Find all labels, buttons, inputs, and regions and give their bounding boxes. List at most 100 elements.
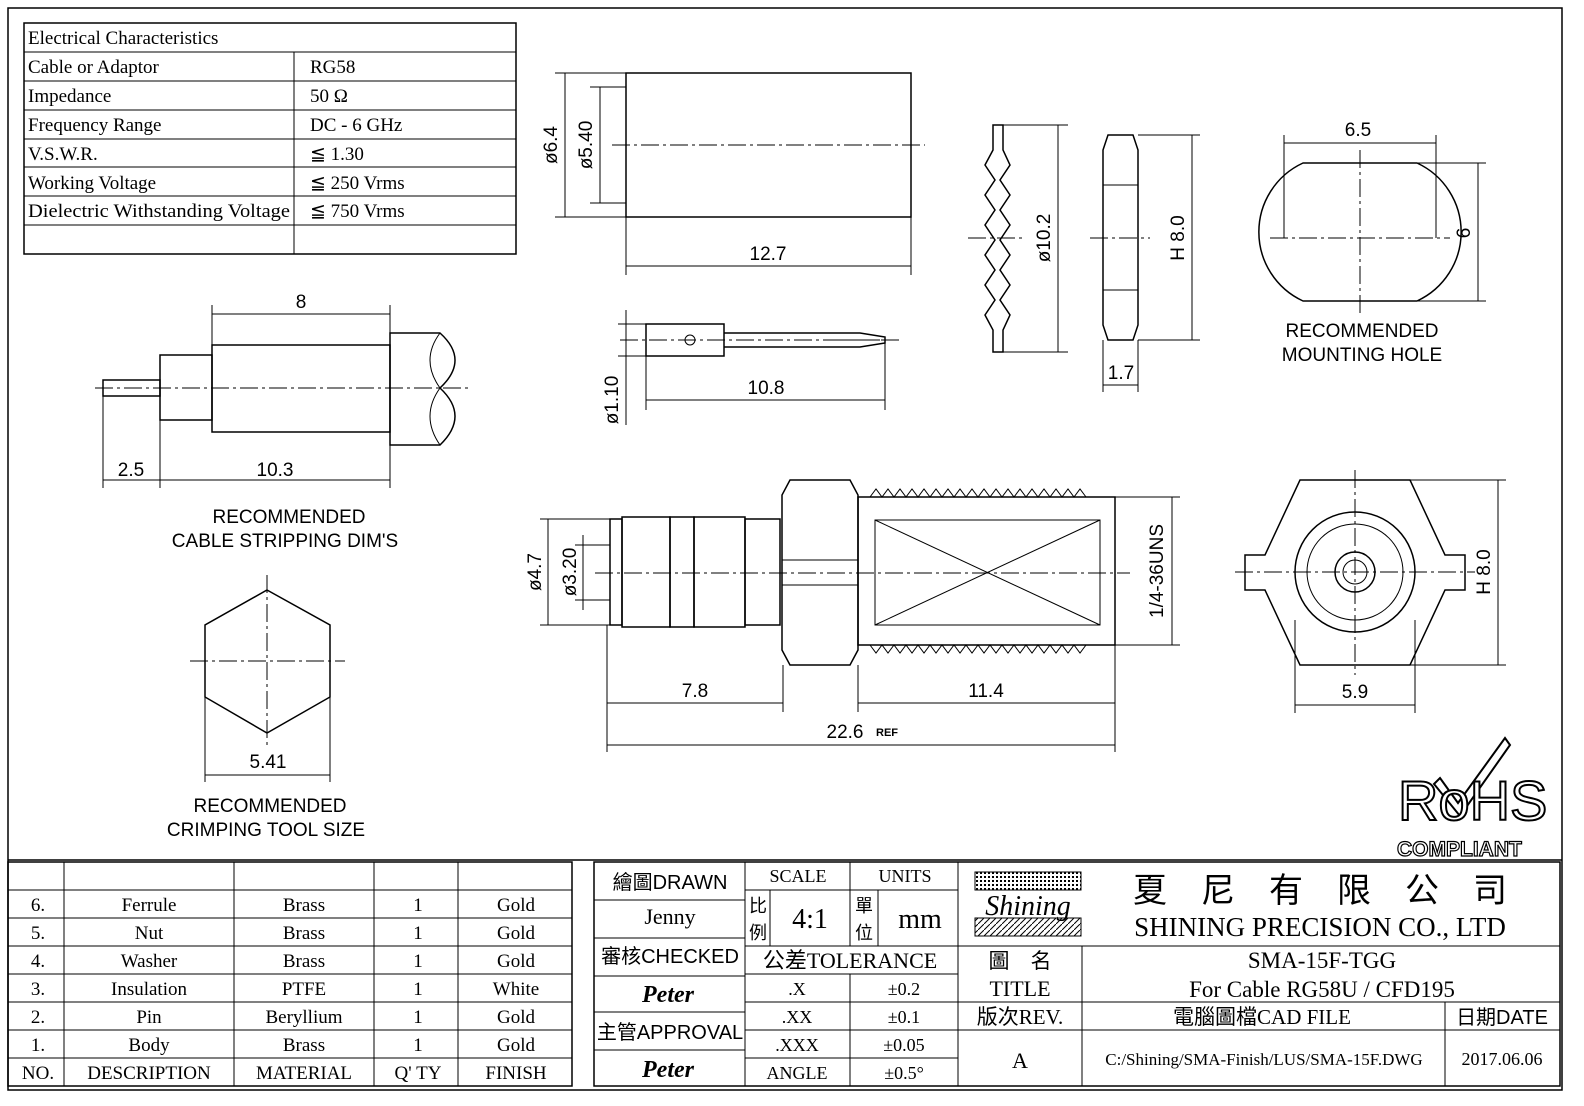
part-finish: Gold — [497, 1035, 536, 1056]
column-header: NO. — [22, 1063, 54, 1084]
dim-crimp-size: 5.41 — [250, 752, 287, 773]
part-description: Body — [128, 1035, 170, 1056]
units-label: UNITS — [879, 866, 932, 886]
tolerance-key: .X — [788, 979, 806, 999]
tolerance-key: .XXX — [775, 1035, 819, 1055]
part-material: Beryllium — [265, 1007, 342, 1028]
part-finish: Gold — [497, 923, 536, 944]
dim-washer-diameter: ø10.2 — [1034, 214, 1055, 263]
part-no: 6. — [31, 895, 45, 916]
specs-title: Electrical Characteristics — [28, 28, 218, 49]
washer-view: ø10.2 — [968, 124, 1068, 353]
scale-label: SCALE — [769, 866, 826, 886]
crimp-caption: RECOMMENDED — [193, 796, 346, 817]
part-description: Ferrule — [122, 895, 177, 916]
spec-label: Impedance — [28, 86, 111, 107]
parts-header-row: NO. DESCRIPTION MATERIAL Q' TY FINISH — [22, 1063, 547, 1084]
dim-total-length: 22.6 — [827, 722, 864, 743]
nut-view: H 8.0 1.7 — [1090, 134, 1200, 392]
part-material: PTFE — [282, 979, 326, 1000]
stripping-caption: CABLE STRIPPING DIM'S — [172, 531, 398, 552]
company-name-cn: 夏 尼 有 限 公 司 — [1133, 872, 1507, 910]
dim-front-width: 5.9 — [1342, 682, 1368, 703]
part-qty: 1 — [413, 923, 423, 944]
dim-pin-diameter: ø1.10 — [602, 376, 623, 425]
spec-value: 50 Ω — [310, 86, 348, 107]
sheet-border — [7, 7, 1563, 1091]
date-label: 日期DATE — [1456, 1007, 1548, 1029]
dim-ref-label: REF — [876, 727, 898, 739]
column-header: DESCRIPTION — [87, 1063, 211, 1084]
mounting-hole-view: 6.5 6 RECOMMENDED MOUNTING HOLE — [1258, 120, 1486, 366]
dim-thread: 1/4-36UNS — [1147, 524, 1168, 618]
cad-file-label: 電腦圖檔CAD FILE — [1173, 1005, 1351, 1029]
column-header: FINISH — [485, 1063, 547, 1084]
spec-value: DC - 6 GHz — [310, 115, 402, 136]
parts-row: 6. Ferrule Brass 1 Gold — [31, 895, 536, 916]
stripping-caption: RECOMMENDED — [212, 507, 365, 528]
rohs-compliant-logo: RoHS COMPLIANT — [1396, 736, 1548, 862]
part-material: Brass — [283, 895, 325, 916]
parts-row: 4. Washer Brass 1 Gold — [31, 951, 536, 972]
part-qty: 1 — [413, 979, 423, 1000]
part-no: 3. — [31, 979, 45, 1000]
column-header: MATERIAL — [256, 1063, 352, 1084]
part-no: 2. — [31, 1007, 45, 1028]
rohs-mark: RoHS — [1398, 769, 1547, 832]
assembly-view: ø4.7 ø3.20 1/4-36UNS 7.8 11.4 22.6 REF — [525, 479, 1180, 752]
crimp-caption: CRIMPING TOOL SIZE — [167, 820, 365, 841]
part-finish: White — [493, 979, 539, 1000]
part-qty: 1 — [413, 1035, 423, 1056]
tolerance-value: ±0.05 — [883, 1035, 924, 1055]
tolerance-value: ±0.2 — [888, 979, 920, 999]
dim-ferrule-inner: ø5.40 — [576, 121, 597, 170]
company-name-en: SHINING PRECISION CO., LTD — [1134, 912, 1506, 942]
tolerance-key: ANGLE — [767, 1063, 828, 1083]
dim-nut-height: H 8.0 — [1168, 215, 1189, 260]
part-finish: Gold — [497, 895, 536, 916]
dim-ferrule-od: ø4.7 — [525, 553, 546, 591]
spec-label: V.S.W.R. — [28, 144, 98, 165]
spec-label: Dielectric Withstanding Voltage — [28, 201, 290, 222]
approval-label: 主管APPROVAL — [597, 1021, 743, 1044]
parts-row: 5. Nut Brass 1 Gold — [31, 923, 536, 944]
shining-logo: Shining — [974, 871, 1082, 937]
title-label: TITLE — [989, 976, 1050, 1001]
electrical-characteristics-table: Electrical Characteristics Cable or Adap… — [23, 22, 517, 255]
spec-value: ≦ 1.30 — [310, 144, 364, 165]
cable-stripping-view: 8 2.5 10.3 RECOMMENDED CABLE STRIPPING D… — [95, 292, 470, 552]
rev-label: 版次REV. — [977, 1005, 1064, 1029]
mounting-caption: MOUNTING HOLE — [1282, 345, 1442, 366]
checked-signature: Peter — [641, 982, 695, 1008]
dim-ferrule-id: ø3.20 — [560, 548, 581, 597]
rohs-compliant-text: COMPLIANT — [1397, 838, 1522, 861]
tolerance-label: 公差TOLERANCE — [763, 948, 937, 973]
title-block: 繪圖DRAWN Jenny 審核CHECKED Peter 主管APPROVAL… — [593, 861, 1561, 1087]
ferrule-view: ø6.4 ø5.40 12.7 — [541, 72, 925, 275]
tolerance-value: ±0.1 — [888, 1007, 920, 1027]
scale-cn-char: 比 — [749, 896, 767, 916]
part-no: 1. — [31, 1035, 45, 1056]
spec-label: Working Voltage — [28, 173, 156, 194]
parts-list-table: 6. Ferrule Brass 1 Gold 5. Nut Brass 1 G… — [7, 859, 1562, 1087]
dim-rear-length: 7.8 — [682, 681, 708, 702]
rev-value: A — [1012, 1048, 1028, 1073]
tolerance-key: .XX — [782, 1007, 813, 1027]
parts-row: 3. Insulation PTFE 1 White — [31, 979, 539, 1000]
dim-hole-width: 6.5 — [1345, 120, 1371, 141]
part-description: Washer — [121, 951, 178, 972]
part-material: Brass — [283, 923, 325, 944]
spec-label: Frequency Range — [28, 115, 161, 136]
dim-ferrule-length: 12.7 — [750, 244, 787, 265]
title-cn-label: 圖 名 — [989, 949, 1052, 973]
dim-front-height: H 8.0 — [1474, 549, 1495, 594]
dim-hole-height: 6 — [1454, 228, 1475, 239]
part-material: Brass — [283, 1035, 325, 1056]
logo-text: Shining — [985, 891, 1071, 922]
dim-pin-exposed: 2.5 — [118, 460, 144, 481]
drawn-by: Jenny — [644, 904, 695, 929]
spec-label: Cable or Adaptor — [28, 57, 160, 78]
part-finish: Gold — [497, 1007, 536, 1028]
scale-cn-char: 例 — [749, 923, 767, 943]
